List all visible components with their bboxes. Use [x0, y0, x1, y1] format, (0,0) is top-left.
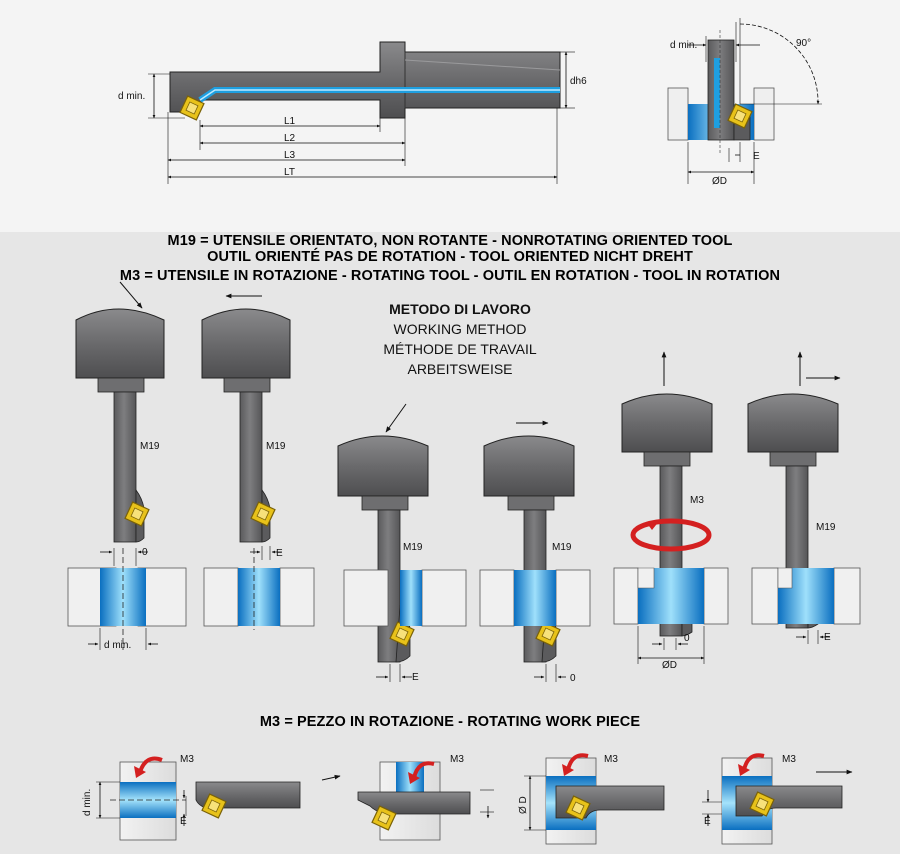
label-L3: L3 — [284, 150, 296, 161]
rotation-arrow-icon — [630, 518, 712, 552]
method-it: METODO DI LAVORO — [389, 301, 531, 317]
header-m3-tool: M3 = UTENSILE IN ROTAZIONE - ROTATING TO… — [119, 268, 781, 284]
method-en: WORKING METHOD — [393, 321, 527, 337]
bottom-stage-1: M3 d min. E — [82, 754, 341, 841]
rotation-arrow-icon — [408, 761, 435, 784]
label-LT: LT — [284, 167, 295, 178]
label-E: E — [276, 548, 283, 559]
stage-3: M19 E — [337, 403, 467, 683]
label-m19: M19 — [140, 441, 160, 452]
label-m19: M19 — [816, 522, 836, 533]
rotation-arrow-icon — [738, 753, 765, 776]
label-zero: 0 — [570, 673, 576, 684]
stage-1: M19 0 d min. — [67, 281, 187, 651]
bottom-stage-2: M3 — [357, 754, 494, 841]
label-m19: M19 — [552, 542, 572, 553]
label-diameter-D: ØD — [712, 176, 727, 187]
bottom-stage-4: M3 E — [702, 753, 853, 845]
label-m3: M3 — [180, 754, 194, 765]
label-diameter-D: ØD — [662, 660, 677, 671]
label-d-min: d min. — [118, 91, 145, 102]
bore-cross-section: d min. 90° E ØD — [667, 18, 822, 187]
method-fr: MÉTHODE DE TRAVAIL — [383, 341, 537, 357]
label-E: E — [412, 672, 419, 683]
label-m19: M19 — [266, 441, 286, 452]
label-d-min: d min. — [670, 40, 697, 51]
label-zero: 0 — [142, 547, 148, 558]
label-E: E — [824, 632, 831, 643]
method-de: ARBEITSWEISE — [407, 361, 513, 377]
label-E: E — [704, 816, 711, 827]
label-m3: M3 — [450, 754, 464, 765]
label-90-deg: 90° — [796, 38, 811, 49]
label-diameter-D: Ø D — [518, 796, 529, 814]
label-L1: L1 — [284, 116, 296, 127]
header-outil: OUTIL ORIENTÉ PAS DE ROTATION - TOOL ORI… — [207, 249, 693, 265]
header-m19: M19 = UTENSILE ORIENTATO, NON ROTANTE - … — [167, 233, 733, 249]
label-L2: L2 — [284, 133, 296, 144]
stage-2: M19 E — [201, 293, 315, 630]
label-m19: M19 — [403, 542, 423, 553]
label-E: E — [753, 151, 760, 162]
label-dh6: dh6 — [570, 76, 587, 87]
tool-side-view: d min. dh6 L1 L2 L3 LT — [118, 41, 587, 184]
stage-4: M19 0 — [479, 420, 591, 684]
rotation-arrow-icon — [134, 756, 163, 778]
stage-6: M19 E — [747, 351, 861, 644]
label-d-min: d min. — [82, 789, 93, 816]
label-zero: 0 — [684, 633, 690, 644]
label-E: E — [180, 816, 187, 827]
stage-5: M3 0 ØD — [613, 351, 729, 671]
header-m3-piece: M3 = PEZZO IN ROTAZIONE - ROTATING WORK … — [259, 714, 641, 730]
label-d-min: d min. — [104, 640, 131, 651]
rotation-arrow-icon — [562, 753, 589, 776]
label-m3: M3 — [782, 754, 796, 765]
label-m3: M3 — [604, 754, 618, 765]
bottom-stage-3: M3 Ø D — [518, 753, 665, 845]
label-m3: M3 — [690, 495, 704, 506]
